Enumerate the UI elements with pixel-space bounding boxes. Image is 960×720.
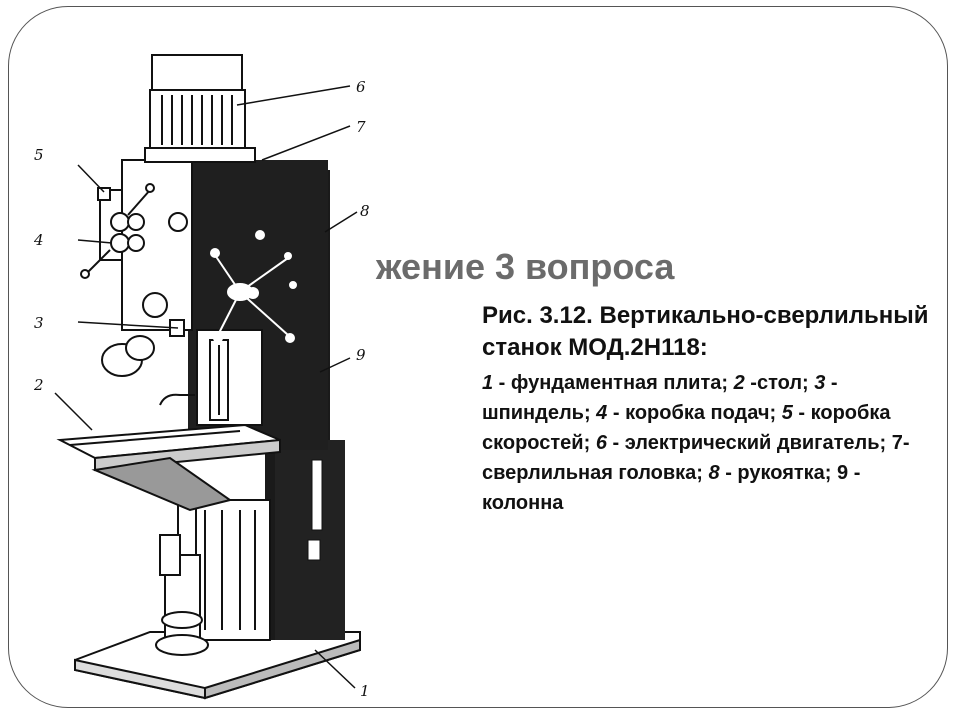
legend-item: 9 - колонна xyxy=(482,462,860,514)
legend-text: электрический двигатель; xyxy=(624,432,892,454)
legend-item: 4 - коробка подач; xyxy=(596,402,782,424)
label-7: 7 xyxy=(356,118,366,136)
spindle-cylinder xyxy=(101,319,185,377)
caption-heading: Рис. 3.12. Вертикально-сверлильный стано… xyxy=(482,302,929,361)
legend-sep: - xyxy=(606,432,625,454)
legend-text: колонна xyxy=(482,492,564,514)
legend-text: стол; xyxy=(756,372,815,394)
legend-item: 1 - фундаментная плита; xyxy=(482,372,734,394)
legend-sep: - xyxy=(792,402,811,424)
legend-text: коробка подач; xyxy=(625,402,782,424)
label-2: 2 xyxy=(33,376,44,394)
base-plate xyxy=(74,631,361,700)
label-1: 1 xyxy=(360,682,370,700)
legend-sep: - xyxy=(719,462,738,484)
work-table xyxy=(56,423,281,512)
label-9: 9 xyxy=(356,346,366,364)
legend-sep: - xyxy=(493,372,511,394)
legend-text: фундаментная плита; xyxy=(510,372,734,394)
pedestal xyxy=(189,499,271,641)
legend-item: 8 - рукоятка; xyxy=(709,462,838,484)
legend-item: 2 -стол; xyxy=(734,372,815,394)
legend-item: 3 - шпиндель; xyxy=(482,372,838,424)
legend-num: 7 xyxy=(891,432,903,454)
legend-num: 1 xyxy=(482,372,494,394)
legend-text: сверлильная головка; xyxy=(482,462,709,484)
legend-text: коробка скоростей; xyxy=(482,402,891,454)
leader-lines xyxy=(54,85,358,689)
legend-sep: - xyxy=(744,372,757,394)
label-8: 8 xyxy=(360,202,370,220)
legend-sep: - xyxy=(825,372,838,394)
legend-item: 6 - электрический двигатель; xyxy=(596,432,892,454)
legend-num: 6 xyxy=(595,432,607,454)
legend-num: 9 xyxy=(837,462,849,484)
legend-num: 4 xyxy=(596,402,608,424)
label-6: 6 xyxy=(356,78,366,96)
legend-num: 2 xyxy=(733,372,745,394)
electric-motor xyxy=(144,54,256,163)
capstan-handles xyxy=(210,230,297,343)
spindle-sleeve xyxy=(159,329,263,426)
legend-item: 5 - коробка скоростей; xyxy=(482,402,891,454)
label-4: 4 xyxy=(33,231,44,249)
legend-sep: - xyxy=(607,402,626,424)
figure-caption: Рис. 3.12. Вертикально-сверлильный стано… xyxy=(482,300,932,518)
label-5: 5 xyxy=(34,146,44,164)
legend-sep: - xyxy=(902,432,910,454)
slide-title-fragment: жение 3 вопроса xyxy=(376,246,675,287)
label-3: 3 xyxy=(34,314,44,332)
legend-item: 7-сверлильная головка; xyxy=(482,432,910,484)
legend-sep: - xyxy=(848,462,861,484)
caption-legend: 1 - фундаментная плита; 2 -стол; 3 - шпи… xyxy=(482,368,932,518)
legend-text: рукоятка; xyxy=(737,462,838,484)
legend-num: 3 xyxy=(814,372,826,394)
legend-num: 5 xyxy=(781,402,793,424)
legend-num: 8 xyxy=(708,462,720,484)
callout-labels: 6 7 8 9 5 4 3 2 1 xyxy=(33,78,370,700)
legend-text: шпиндель; xyxy=(482,402,597,424)
